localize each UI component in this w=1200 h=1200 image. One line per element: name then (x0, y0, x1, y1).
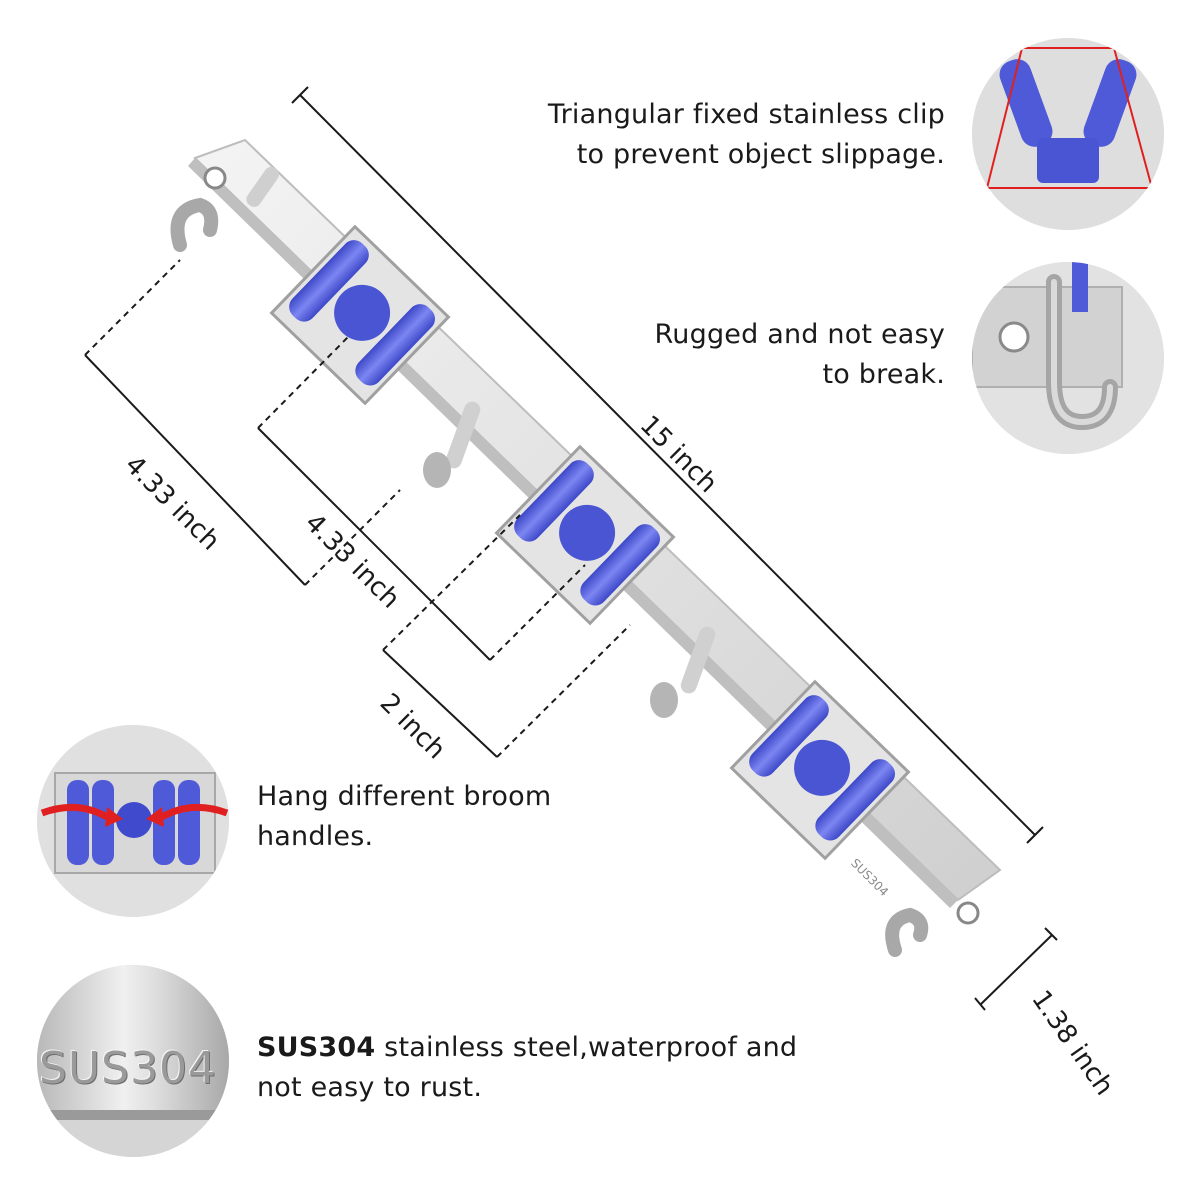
dimension-line-length (291, 86, 1044, 844)
feature-clip-line2: to prevent object slippage. (576, 139, 945, 170)
feature-text-steel: SUS304 stainless steel,waterproof and no… (257, 1028, 817, 1108)
dimension-line-width (974, 927, 1058, 1011)
feature-circle-clip (972, 38, 1164, 230)
feature-circle-steel: SUS304 (37, 965, 229, 1157)
mount-hole-bottom (956, 901, 980, 925)
mount-hole-top (203, 166, 227, 190)
feature-circle-hook (972, 262, 1164, 454)
feature-steel-bold: SUS304 (257, 1032, 376, 1063)
feature-rugged-line1: Rugged and not easy (654, 319, 945, 350)
clip-holder-2 (494, 444, 676, 626)
dimension-line-hook-gap (382, 514, 631, 758)
dimension-line-spacing-a (84, 259, 401, 586)
feature-hang-line2: handles. (257, 821, 374, 852)
feature-clip-line1: Triangular fixed stainless clip (547, 99, 945, 130)
feature-rugged-line2: to break. (822, 359, 945, 390)
feature-steel-rest: stainless steel,waterproof and (375, 1032, 798, 1063)
feature-text-hang: Hang different broom handles. (257, 777, 657, 857)
feature-steel-line2: not easy to rust. (257, 1072, 483, 1103)
hook-1 (170, 166, 279, 252)
feature-text-rugged: Rugged and not easy to break. (600, 315, 945, 395)
clip-holder-1 (269, 224, 451, 406)
clip-holder-3 (729, 679, 911, 861)
hook-4 (885, 907, 929, 957)
feature-circle-hang (37, 725, 229, 917)
dimension-line-spacing-b (257, 334, 586, 661)
hook-2 (423, 401, 481, 488)
hook-3 (650, 626, 716, 718)
feature-steel-line1: SUS304 stainless steel,waterproof and (257, 1028, 817, 1068)
feature-text-clip: Triangular fixed stainless clip to preve… (540, 95, 945, 175)
sus304-engraving: SUS304 (39, 1043, 218, 1094)
feature-hang-line1: Hang different broom (257, 781, 552, 812)
